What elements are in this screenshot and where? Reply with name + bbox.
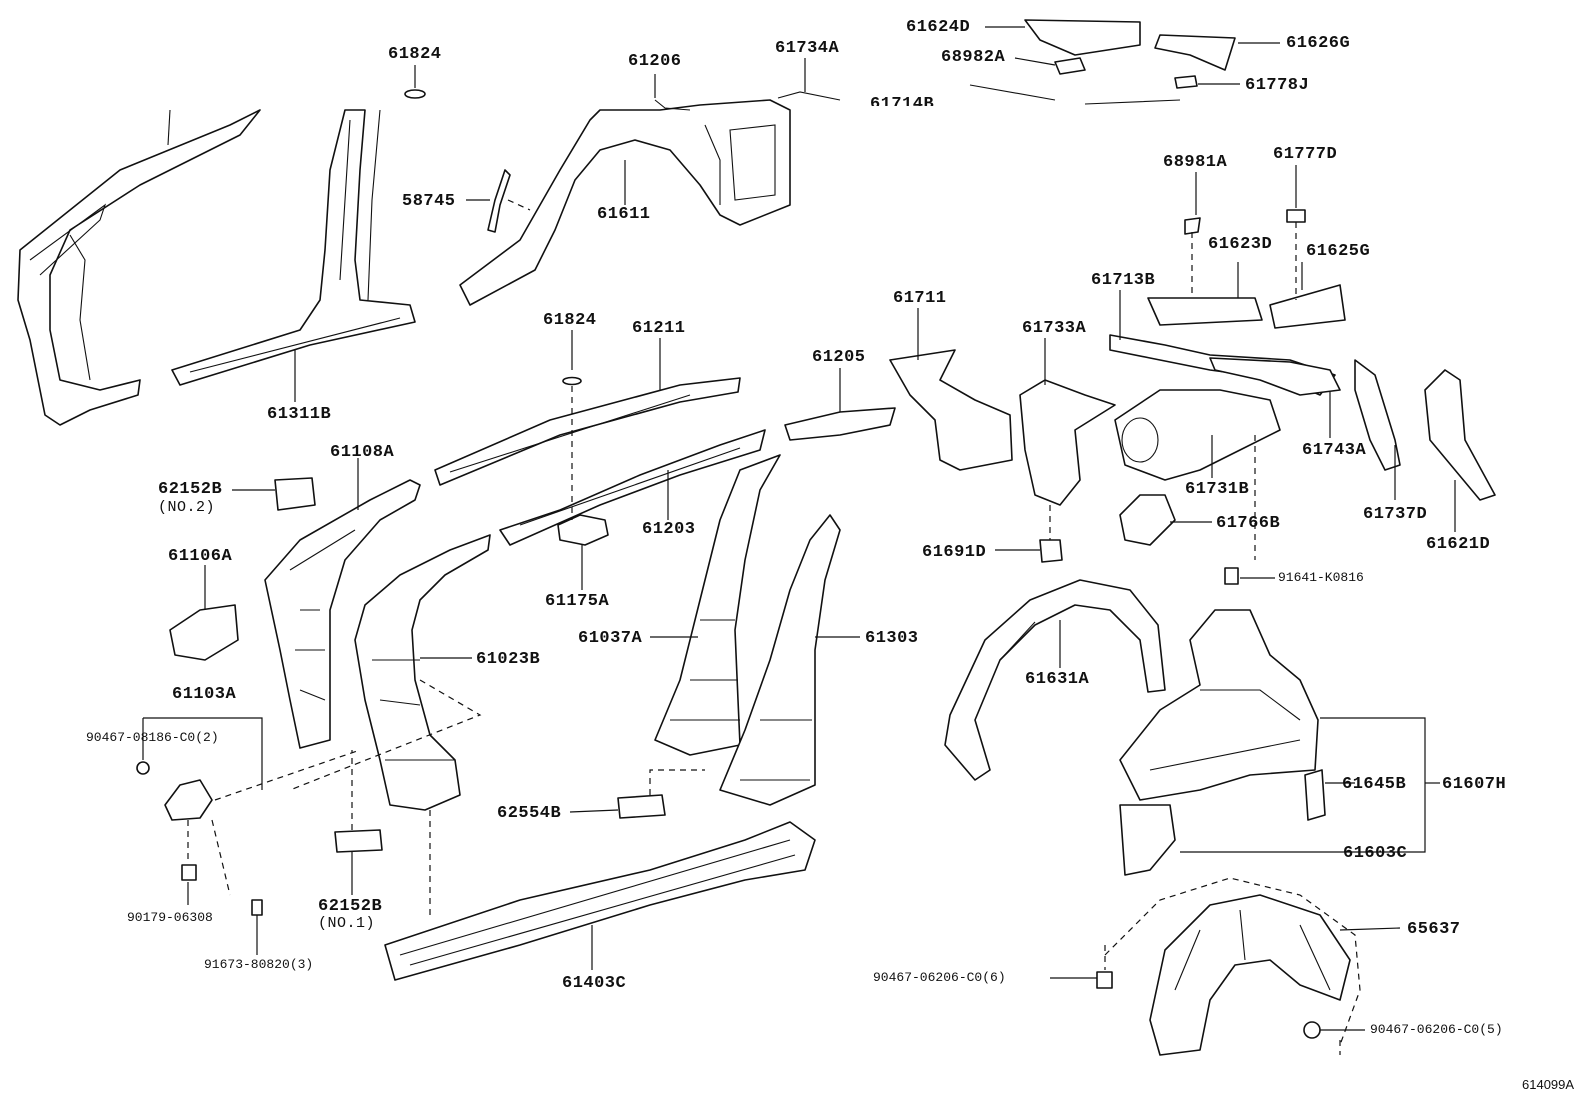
wheel-arch-61631A xyxy=(944,579,1166,781)
fender-liner-65637 xyxy=(1096,877,1361,1056)
part-label-62152B-bottom: 62152B xyxy=(318,897,383,916)
part-label-61023B: 61023B xyxy=(476,650,541,669)
part-label-61203: 61203 xyxy=(642,520,696,539)
part-label-91641-K0816: 91641-K0816 xyxy=(1278,570,1364,585)
part-label-61824-mid: 61824 xyxy=(543,311,597,330)
part-label-61303: 61303 xyxy=(865,629,919,648)
wheelhouse-inner-brackets xyxy=(889,349,1281,585)
part-label-62554B: 62554B xyxy=(497,804,562,823)
hole-plug-61824 xyxy=(404,89,426,99)
pad-62152B-no1 xyxy=(334,829,383,853)
part-label-61737D: 61737D xyxy=(1363,505,1428,524)
part-label-no2: (NO.2) xyxy=(158,499,216,516)
bracket-61106A xyxy=(169,604,239,661)
part-label-61645B: 61645B xyxy=(1342,775,1407,794)
part-label-61611: 61611 xyxy=(597,205,651,224)
part-label-91673-80820-3: 91673-80820(3) xyxy=(204,957,314,972)
part-label-61607H: 61607H xyxy=(1442,775,1507,794)
wheelhouse-inner-61607H xyxy=(1119,609,1426,876)
part-label-61623D: 61623D xyxy=(1208,235,1273,254)
part-label-61603C: 61603C xyxy=(1343,844,1408,863)
part-label-62152B-top: 62152B xyxy=(158,480,223,499)
part-label-61211: 61211 xyxy=(632,319,686,338)
part-label-90467-06206-C0-5: 90467-06206-C0(5) xyxy=(1370,1022,1503,1037)
panel-61734A xyxy=(777,91,841,101)
part-label-61206: 61206 xyxy=(628,52,682,71)
pad-62554B xyxy=(617,794,666,819)
part-label-61691D: 61691D xyxy=(922,543,987,562)
bracket-61206 xyxy=(654,99,691,111)
pad-62554B-lead xyxy=(649,769,705,795)
part-label-61624D: 61624D xyxy=(906,18,971,37)
part-label-61175A: 61175A xyxy=(545,592,610,611)
part-label-61205: 61205 xyxy=(812,348,866,367)
quarter-panel-61611 xyxy=(459,99,791,306)
bracket-61103A xyxy=(136,717,361,916)
part-label-61631A: 61631A xyxy=(1025,670,1090,689)
front-pillar-61023B xyxy=(289,534,491,920)
part-label-61714B: 61714B xyxy=(870,96,935,106)
part-label-61733A: 61733A xyxy=(1022,319,1087,338)
part-label-58745: 58745 xyxy=(402,192,456,211)
part-label-61824-top: 61824 xyxy=(388,45,442,64)
upper-brackets xyxy=(969,19,1236,105)
part-label-61711: 61711 xyxy=(893,289,947,308)
part-label-61103A: 61103A xyxy=(172,685,237,704)
part-label-no1: (NO.1) xyxy=(318,915,376,932)
part-label-61037A: 61037A xyxy=(578,629,643,648)
part-label-61106A: 61106A xyxy=(168,547,233,566)
part-label-61743A: 61743A xyxy=(1302,441,1367,460)
part-label-61734A: 61734A xyxy=(775,39,840,58)
part-label-61625G: 61625G xyxy=(1306,242,1371,261)
part-label-65637: 65637 xyxy=(1407,920,1461,939)
part-label-61626G: 61626G xyxy=(1286,34,1351,53)
body-side-outer-panel xyxy=(17,109,261,426)
roof-side-rails xyxy=(434,376,896,546)
part-label-61777D: 61777D xyxy=(1273,145,1338,164)
part-label-90467-06206-C0-6: 90467-06206-C0(6) xyxy=(873,970,1006,985)
leader-lines xyxy=(187,26,1456,1031)
part-label-61778J: 61778J xyxy=(1245,76,1310,95)
part-label-61108A: 61108A xyxy=(330,443,395,462)
part-label-61766B: 61766B xyxy=(1216,514,1281,533)
part-label-68981A: 68981A xyxy=(1163,153,1228,172)
part-label-61713B: 61713B xyxy=(1091,271,1156,290)
part-label-61731B: 61731B xyxy=(1185,480,1250,499)
center-pillar-61303 xyxy=(719,514,841,806)
part-label-90467-08186-C0-2: 90467-08186-C0(2) xyxy=(86,730,219,745)
rocker-inner-61403C xyxy=(384,821,816,981)
rear-pillar-members xyxy=(1209,357,1496,501)
part-label-90179-06308: 90179-06308 xyxy=(127,910,213,925)
part-label-61311B: 61311B xyxy=(267,405,332,424)
diagram-code: 614099A xyxy=(1522,1077,1575,1092)
part-label-61403C: 61403C xyxy=(562,974,627,993)
part-label-68982A: 68982A xyxy=(941,48,1006,67)
rocker-panel-61311B xyxy=(171,109,416,386)
front-pillar-inner-61108A xyxy=(264,477,421,749)
part-label-61621D: 61621D xyxy=(1426,535,1491,554)
